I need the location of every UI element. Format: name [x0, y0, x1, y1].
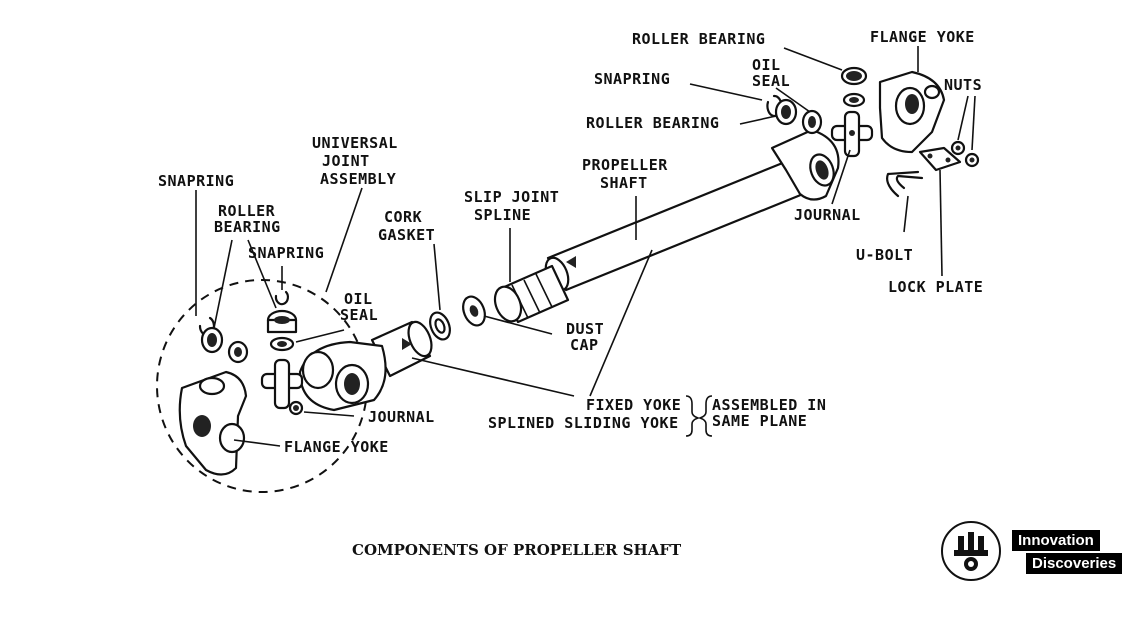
label-cork: CORK — [384, 208, 422, 226]
top-snapring-small — [274, 290, 290, 306]
right-roller-bearing-top — [840, 66, 868, 86]
label-same-plane: SAME PLANE — [712, 412, 807, 430]
label-u-bolt: U-BOLT — [856, 246, 913, 264]
label-seal-left: SEAL — [340, 306, 378, 324]
innovation-discoveries-logo-icon — [941, 521, 1001, 581]
left-journal-cross — [260, 358, 304, 416]
label-slip-joint: SLIP JOINT — [464, 188, 559, 206]
label-gasket: GASKET — [378, 226, 435, 244]
label-oil-top: OIL — [752, 56, 781, 74]
label-oil-left: OIL — [344, 290, 373, 308]
brand-line-2: Discoveries — [1026, 553, 1123, 574]
label-shaft: SHAFT — [600, 174, 648, 192]
u-bolt — [886, 170, 924, 198]
label-flange-yoke-left: FLANGE YOKE — [284, 438, 389, 456]
label-cap: CAP — [570, 336, 599, 354]
arrow-right — [402, 338, 412, 350]
right-roller-bearing-lower — [774, 98, 798, 126]
top-roller-bearing — [266, 309, 298, 334]
label-snapring-left: SNAPRING — [158, 172, 234, 190]
lock-plate — [918, 146, 962, 172]
cork-gasket — [429, 311, 451, 341]
label-snapring-top: SNAPRING — [594, 70, 670, 88]
label-roller-left: ROLLER — [218, 202, 276, 220]
label-nuts: NUTS — [944, 76, 982, 94]
label-splined-sliding-yoke: SPLINED SLIDING YOKE — [488, 414, 679, 432]
label-spline: SPLINE — [474, 206, 531, 224]
arrow-left — [566, 256, 576, 268]
yoke-braces — [685, 395, 713, 437]
label-universal: UNIVERSAL — [312, 134, 398, 152]
label-assembled-in: ASSEMBLED IN — [712, 396, 826, 414]
nuts — [950, 140, 980, 168]
propeller-shaft-tube — [544, 158, 810, 292]
arrows — [402, 256, 576, 350]
brand-line-1: Innovation — [1012, 530, 1100, 551]
right-flange-yoke — [878, 70, 946, 154]
label-dust: DUST — [566, 320, 604, 338]
brand-wordmark: Innovation Discoveries — [1012, 530, 1123, 574]
label-lock-plate: LOCK PLATE — [888, 278, 983, 296]
label-journal-left: JOURNAL — [368, 408, 435, 426]
leader-lines — [195, 46, 976, 447]
left-oil-seal — [227, 340, 249, 364]
fixed-yoke — [770, 128, 840, 201]
left-flange-yoke — [178, 370, 248, 476]
left-roller-bearing — [200, 326, 224, 354]
splined-sliding-yoke — [298, 320, 433, 412]
label-journal-right: JOURNAL — [794, 206, 861, 224]
dust-cap — [462, 295, 486, 327]
label-propeller: PROPELLER — [582, 156, 668, 174]
right-oil-seal-left — [801, 109, 823, 135]
label-roller-bearing-mid: ROLLER BEARING — [586, 114, 719, 132]
label-fixed-yoke: FIXED YOKE — [586, 396, 681, 414]
label-roller-bearing-top: ROLLER BEARING — [632, 30, 765, 48]
right-oil-seal-top — [842, 92, 866, 108]
label-assembly: ASSEMBLY — [320, 170, 396, 188]
label-flange-yoke-top: FLANGE YOKE — [870, 28, 975, 46]
diagram-caption: COMPONENTS OF PROPELLER SHAFT — [352, 541, 682, 559]
right-journal-cross — [830, 110, 874, 158]
top-oil-seal — [269, 336, 295, 352]
label-joint: JOINT — [322, 152, 370, 170]
slip-joint-spline — [493, 264, 570, 324]
label-seal-top: SEAL — [752, 72, 790, 90]
label-bearing-left: BEARING — [214, 218, 281, 236]
label-snapring-mid: SNAPRING — [248, 244, 324, 262]
